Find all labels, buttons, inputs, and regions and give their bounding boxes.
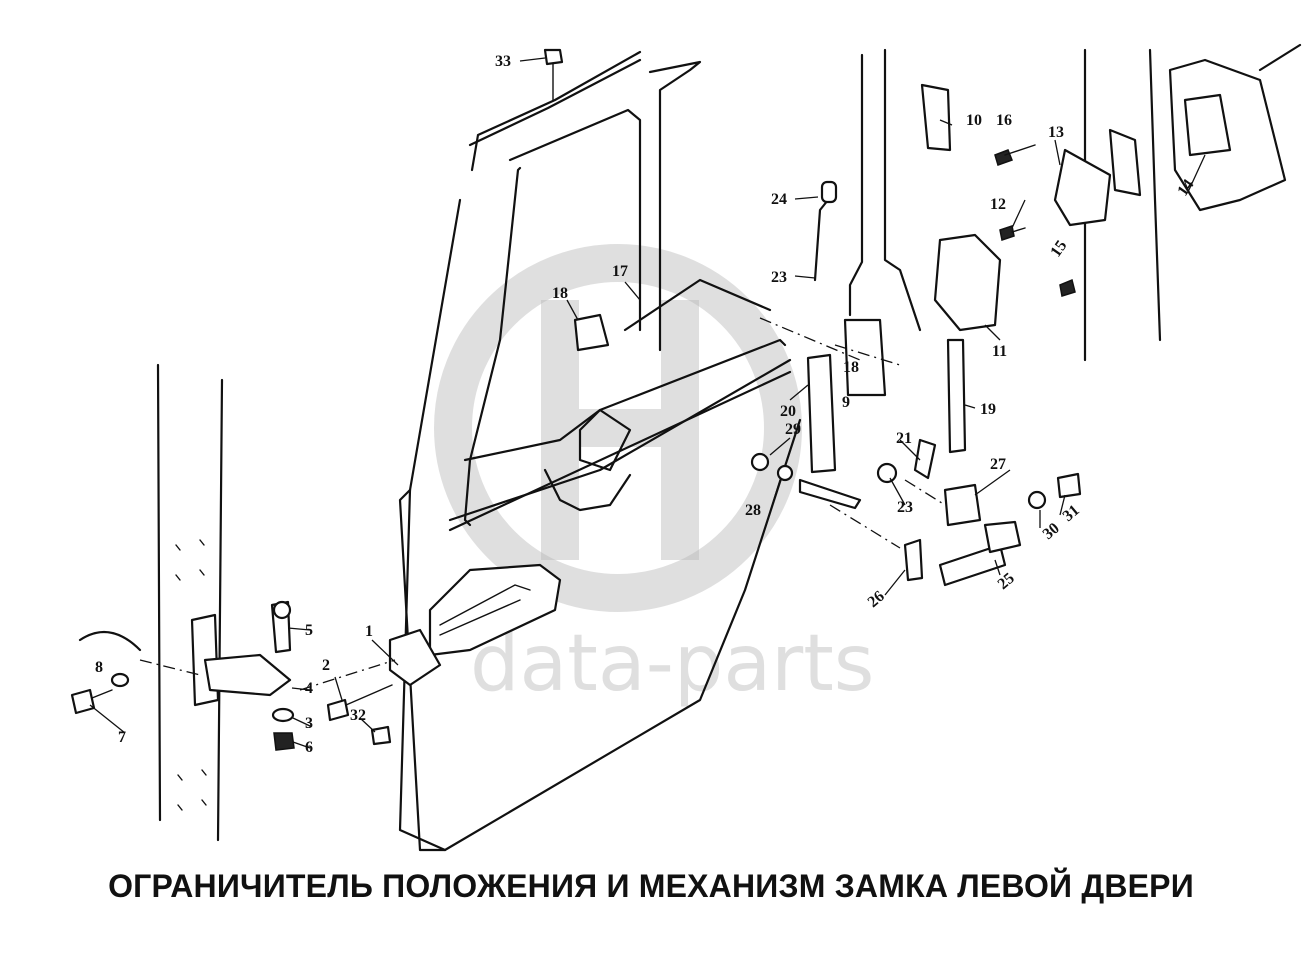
watermark-logo: data-parts <box>434 244 874 709</box>
callout-23b: 23 <box>897 499 913 516</box>
callout-16: 16 <box>996 112 1012 129</box>
callout-8: 8 <box>95 659 103 676</box>
callout-20: 20 <box>780 403 796 420</box>
watermark-text: data-parts <box>470 619 874 709</box>
door-pillar <box>156 363 224 842</box>
hinge-limiter <box>70 600 396 751</box>
callout-1: 1 <box>365 623 373 640</box>
callout-9: 9 <box>842 394 850 411</box>
lock-parts <box>573 83 1232 587</box>
callout-17: 17 <box>612 263 628 280</box>
callout-11: 11 <box>992 343 1007 360</box>
callout-15: 15 <box>1047 237 1070 260</box>
callout-10: 10 <box>966 112 982 129</box>
leader-lines <box>89 57 1206 749</box>
callout-labels: 1 2 3 4 5 6 7 8 9 10 11 12 13 14 15 16 1… <box>95 53 1197 756</box>
callout-4: 4 <box>305 680 313 697</box>
callout-18a: 18 <box>552 285 568 302</box>
callout-24: 24 <box>771 191 787 208</box>
callout-12: 12 <box>990 196 1006 213</box>
callout-7: 7 <box>118 729 126 746</box>
callout-33: 33 <box>495 53 511 70</box>
roof-clip <box>543 48 564 101</box>
callout-30: 30 <box>1040 520 1063 543</box>
door-handle <box>388 563 562 687</box>
callout-31: 31 <box>1060 502 1083 525</box>
callout-21: 21 <box>896 430 912 447</box>
callout-2: 2 <box>322 657 330 674</box>
callout-14: 14 <box>1174 176 1197 199</box>
callout-13: 13 <box>1048 124 1064 141</box>
callout-19: 19 <box>980 401 996 418</box>
callout-27: 27 <box>990 456 1006 473</box>
callout-25: 25 <box>995 570 1018 593</box>
callout-26: 26 <box>865 588 888 611</box>
callout-18b: 18 <box>843 359 859 376</box>
callout-23a: 23 <box>771 269 787 286</box>
diagram-caption: ОГРАНИЧИТЕЛЬ ПОЛОЖЕНИЯ И МЕХАНИЗМ ЗАМКА … <box>108 868 1194 904</box>
callout-3: 3 <box>305 715 313 732</box>
callout-28: 28 <box>745 502 761 519</box>
door-outline <box>398 50 802 852</box>
callout-29: 29 <box>785 421 801 438</box>
